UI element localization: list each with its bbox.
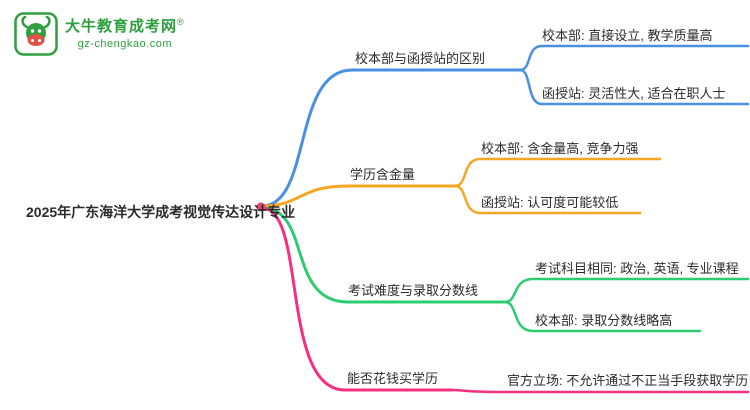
- root-topic: 2025年广东海洋大学成考视觉传达设计专业: [26, 204, 296, 220]
- subtopic-main-campus-setup: 校本部: 直接设立, 教学质量高: [542, 28, 713, 43]
- branch-topic-exam-difficulty: 考试难度与录取分数线: [348, 283, 479, 298]
- logo-brand-name: 大牛教育成考网®: [65, 17, 185, 35]
- branch-line-buy-diploma: [260, 206, 454, 392]
- branch-topic-campus-vs-station: 校本部与函授站的区别: [355, 51, 486, 66]
- branch-topic-buy-diploma: 能否花钱买学历: [347, 371, 439, 386]
- logo-site-url: gz-chengkao.com: [77, 38, 172, 50]
- subtopic-official-stance: 官方立场: 不允许通过不正当手段获取学历: [507, 373, 749, 388]
- branch-line-exam-difficulty: [260, 206, 507, 304]
- branch-line-diploma-value: [260, 184, 457, 208]
- branch-line-campus-vs-station: [260, 68, 522, 208]
- branch3-child2-line: [503, 300, 702, 333]
- branch3-child1-line: [503, 277, 750, 304]
- branch4-child1-line: [450, 388, 750, 394]
- site-logo: 大牛教育成考网® gz-chengkao.com: [14, 12, 185, 56]
- subtopic-campus-value-high: 校本部: 含金量高, 竞争力强: [481, 141, 639, 156]
- branch1-child2-line: [518, 68, 750, 106]
- logo-text-block: 大牛教育成考网® gz-chengkao.com: [65, 12, 185, 51]
- branch2-child2-line: [453, 184, 642, 215]
- subtopic-station-flexible: 函授站: 灵活性大, 适合在职人士: [542, 86, 726, 101]
- branch-topic-diploma-value: 学历含金量: [350, 167, 416, 182]
- branch1-child1-line: [518, 44, 750, 72]
- subtopic-same-exam-subjects: 考试科目相同: 政治, 英语, 专业课程: [535, 261, 739, 276]
- registered-mark: ®: [177, 17, 185, 27]
- branch2-child1-line: [453, 157, 662, 188]
- subtopic-campus-cutoff-higher: 校本部: 录取分数线略高: [535, 313, 673, 328]
- root-anchor-dot: [256, 202, 266, 212]
- bull-logo-icon: [14, 12, 58, 56]
- subtopic-station-recognition-low: 函授站: 认可度可能较低: [481, 195, 619, 210]
